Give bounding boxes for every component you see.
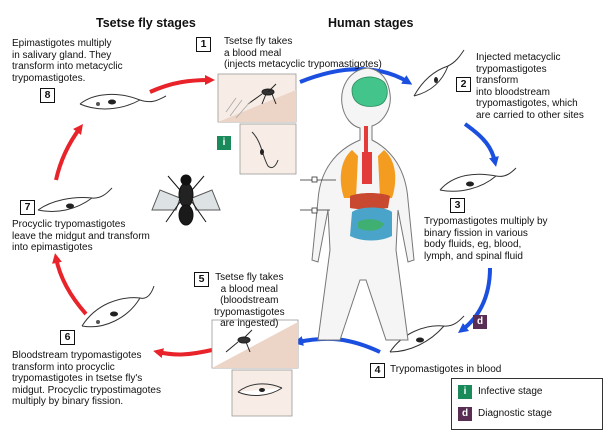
legend-diagnostic-label: Diagnostic stage [478, 408, 552, 419]
legend-infective-label: Infective stage [478, 386, 543, 397]
legend-diagnostic-symbol: d [458, 407, 472, 421]
step-1-metacyclic-inset [239, 123, 297, 175]
human-figure [311, 67, 415, 341]
infective-stage-marker: i [217, 136, 231, 150]
arrow-step-2-to-3 [463, 122, 499, 167]
arrow-step-5-to-6 [153, 348, 213, 359]
arrow-step-6-to-7 [52, 253, 88, 316]
step-2-text: Injected metacyclic trypomastigotes tran… [476, 52, 584, 121]
trypanosome-step-2 [413, 49, 465, 97]
trypanosome-step-7 [37, 187, 113, 212]
trypanosome-step-3 [439, 167, 517, 192]
arrow-step-4-to-5 [293, 336, 381, 354]
legend-diagnostic: d Diagnostic stage [458, 407, 552, 422]
arrow-step-3-to-4 [458, 267, 492, 334]
tsetse-stages-header: Tsetse fly stages [96, 16, 196, 30]
step-1-number: 1 [196, 37, 211, 52]
step-4-number: 4 [370, 363, 385, 378]
diagnostic-stage-marker: d [473, 315, 487, 329]
step-6-text: Bloodstream trypomastigotes transform in… [12, 350, 161, 407]
step-5-feeding-inset [211, 319, 299, 369]
step-6-procyclic-inset [231, 369, 293, 417]
step-6-number: 6 [60, 330, 75, 345]
legend-infective: i Infective stage [458, 385, 542, 400]
step-1-text: Tsetse fly takes a blood meal (injects m… [224, 36, 382, 70]
step-4-text: Trypomastigotes in blood [390, 364, 502, 375]
step-7-text: Procyclic trypomastigotes leave the midg… [12, 219, 150, 253]
step-3-text: Trypomastigotes multiply by binary fissi… [424, 216, 548, 262]
step-5-number: 5 [194, 272, 209, 287]
step-5-text: Tsetse fly takes a blood meal (bloodstre… [214, 272, 285, 329]
step-7-number: 7 [20, 200, 35, 215]
arrow-step-8-to-1 [149, 75, 215, 94]
step-1-feeding-inset [217, 73, 297, 123]
step-8-number: 8 [40, 88, 55, 103]
step-3-number: 3 [450, 198, 465, 213]
human-stages-header: Human stages [328, 16, 414, 30]
step-2-number: 2 [456, 77, 471, 92]
step-8-text: Epimastigotes multiply in salivary gland… [12, 38, 123, 84]
trypanosome-step-8 [79, 93, 167, 110]
legend-infective-symbol: i [458, 385, 472, 399]
tsetse-fly [151, 174, 221, 226]
legend: i Infective stage d Diagnostic stage [451, 378, 603, 430]
arrow-step-7-to-8 [54, 123, 83, 181]
trypanosome-step-6 [81, 285, 155, 328]
